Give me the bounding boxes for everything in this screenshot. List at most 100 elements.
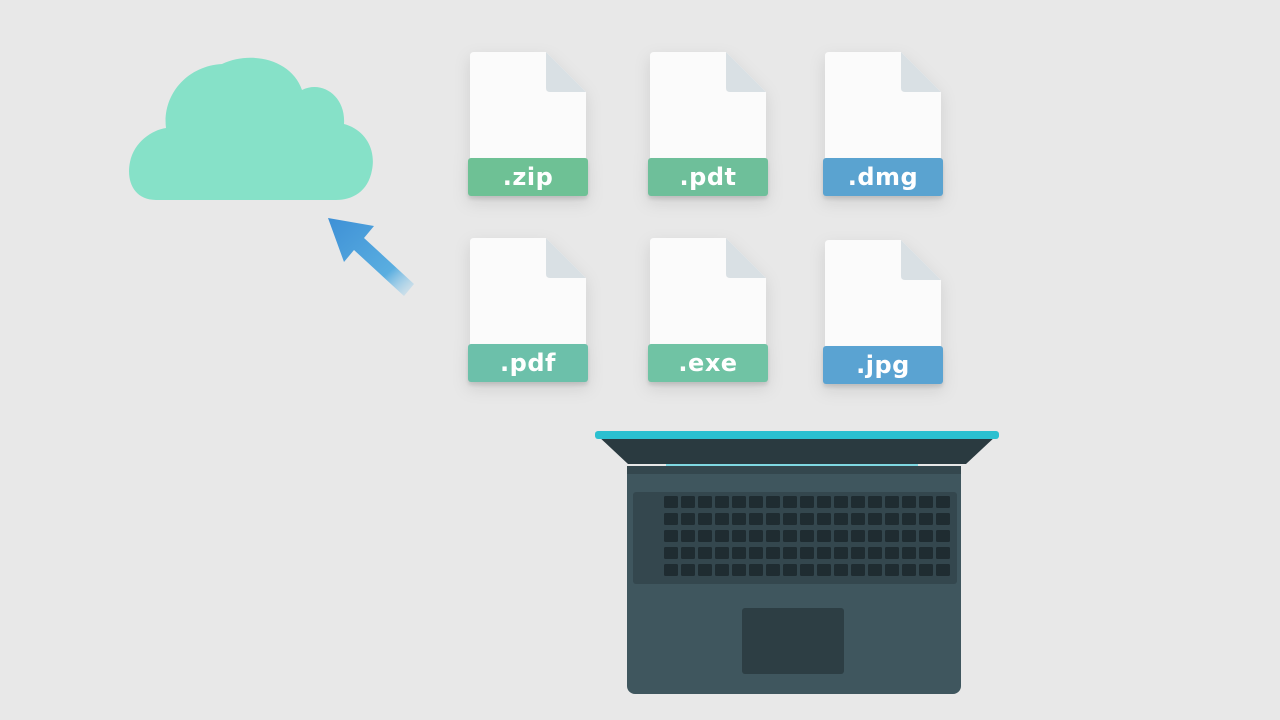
keyboard-key (698, 530, 712, 542)
keyboard-key (936, 496, 950, 508)
keyboard-key (766, 564, 780, 576)
keyboard-key (800, 564, 814, 576)
cloud-icon (129, 57, 373, 201)
keyboard-key (885, 530, 899, 542)
keyboard-key (766, 530, 780, 542)
keyboard-key (885, 496, 899, 508)
keyboard-key (919, 513, 933, 525)
keyboard-key (749, 564, 763, 576)
keyboard-key (885, 564, 899, 576)
keyboard-key (715, 496, 729, 508)
keyboard-key (749, 530, 763, 542)
keyboard-key (800, 547, 814, 559)
file-card-pdf[interactable]: .pdf (468, 238, 590, 384)
keyboard-key (715, 547, 729, 559)
keyboard-key (919, 564, 933, 576)
keyboard-key (817, 513, 831, 525)
keyboard-key (664, 530, 678, 542)
document-icon (650, 238, 766, 378)
keyboard-key (732, 547, 746, 559)
keyboard-key (715, 513, 729, 525)
keyboard-key (868, 496, 882, 508)
keyboard-key (732, 513, 746, 525)
keyboard-key (664, 547, 678, 559)
keyboard-key (834, 496, 848, 508)
keyboard-key (664, 564, 678, 576)
document-icon (825, 52, 941, 192)
keyboard-key (698, 496, 712, 508)
keyboard-key (868, 547, 882, 559)
keyboard-key (783, 547, 797, 559)
keyboard-key (800, 530, 814, 542)
keyboard-key (936, 513, 950, 525)
keyboard-key (800, 496, 814, 508)
file-extension-label: .jpg (823, 346, 943, 384)
keyboard-key (902, 513, 916, 525)
keyboard-key (766, 496, 780, 508)
keyboard-key (902, 496, 916, 508)
keyboard-key (851, 530, 865, 542)
keyboard-key (817, 530, 831, 542)
keyboard-key (681, 530, 695, 542)
keyboard-key (749, 547, 763, 559)
keyboard-key (681, 496, 695, 508)
file-extension-label: .zip (468, 158, 588, 196)
keyboard (664, 496, 950, 576)
file-card-pdt[interactable]: .pdt (648, 52, 770, 198)
keyboard-key (732, 564, 746, 576)
keyboard-key (834, 530, 848, 542)
keyboard-key (783, 564, 797, 576)
keyboard-key (919, 496, 933, 508)
document-icon (470, 52, 586, 192)
keyboard-key (766, 513, 780, 525)
keyboard-key (868, 513, 882, 525)
keyboard-key (749, 496, 763, 508)
keyboard-key (817, 564, 831, 576)
keyboard-key (698, 564, 712, 576)
laptop-icon (595, 431, 999, 694)
keyboard-key (936, 547, 950, 559)
keyboard-key (868, 564, 882, 576)
keyboard-key (749, 513, 763, 525)
file-card-exe[interactable]: .exe (648, 238, 770, 384)
keyboard-key (851, 564, 865, 576)
keyboard-key (834, 564, 848, 576)
keyboard-key (681, 564, 695, 576)
upload-arrow-icon (328, 218, 414, 296)
keyboard-key (732, 530, 746, 542)
keyboard-key (800, 513, 814, 525)
keyboard-key (936, 530, 950, 542)
keyboard-key (783, 513, 797, 525)
keyboard-key (664, 496, 678, 508)
document-icon (470, 238, 586, 378)
keyboard-key (851, 513, 865, 525)
keyboard-key (885, 547, 899, 559)
keyboard-key (834, 513, 848, 525)
keyboard-key (834, 547, 848, 559)
file-card-dmg[interactable]: .dmg (823, 52, 945, 198)
keyboard-key (783, 496, 797, 508)
keyboard-key (732, 496, 746, 508)
document-icon (650, 52, 766, 192)
keyboard-key (715, 530, 729, 542)
keyboard-key (919, 547, 933, 559)
file-extension-label: .pdt (648, 158, 768, 196)
keyboard-key (868, 530, 882, 542)
keyboard-key (681, 547, 695, 559)
keyboard-key (715, 564, 729, 576)
keyboard-key (698, 513, 712, 525)
keyboard-key (783, 530, 797, 542)
keyboard-key (851, 547, 865, 559)
keyboard-key (851, 496, 865, 508)
keyboard-key (681, 513, 695, 525)
file-card-zip[interactable]: .zip (468, 52, 590, 198)
keyboard-key (919, 530, 933, 542)
document-icon (825, 240, 941, 380)
keyboard-key (902, 530, 916, 542)
keyboard-key (902, 564, 916, 576)
keyboard-key (902, 547, 916, 559)
keyboard-key (698, 547, 712, 559)
keyboard-key (936, 564, 950, 576)
file-card-jpg[interactable]: .jpg (823, 240, 945, 386)
